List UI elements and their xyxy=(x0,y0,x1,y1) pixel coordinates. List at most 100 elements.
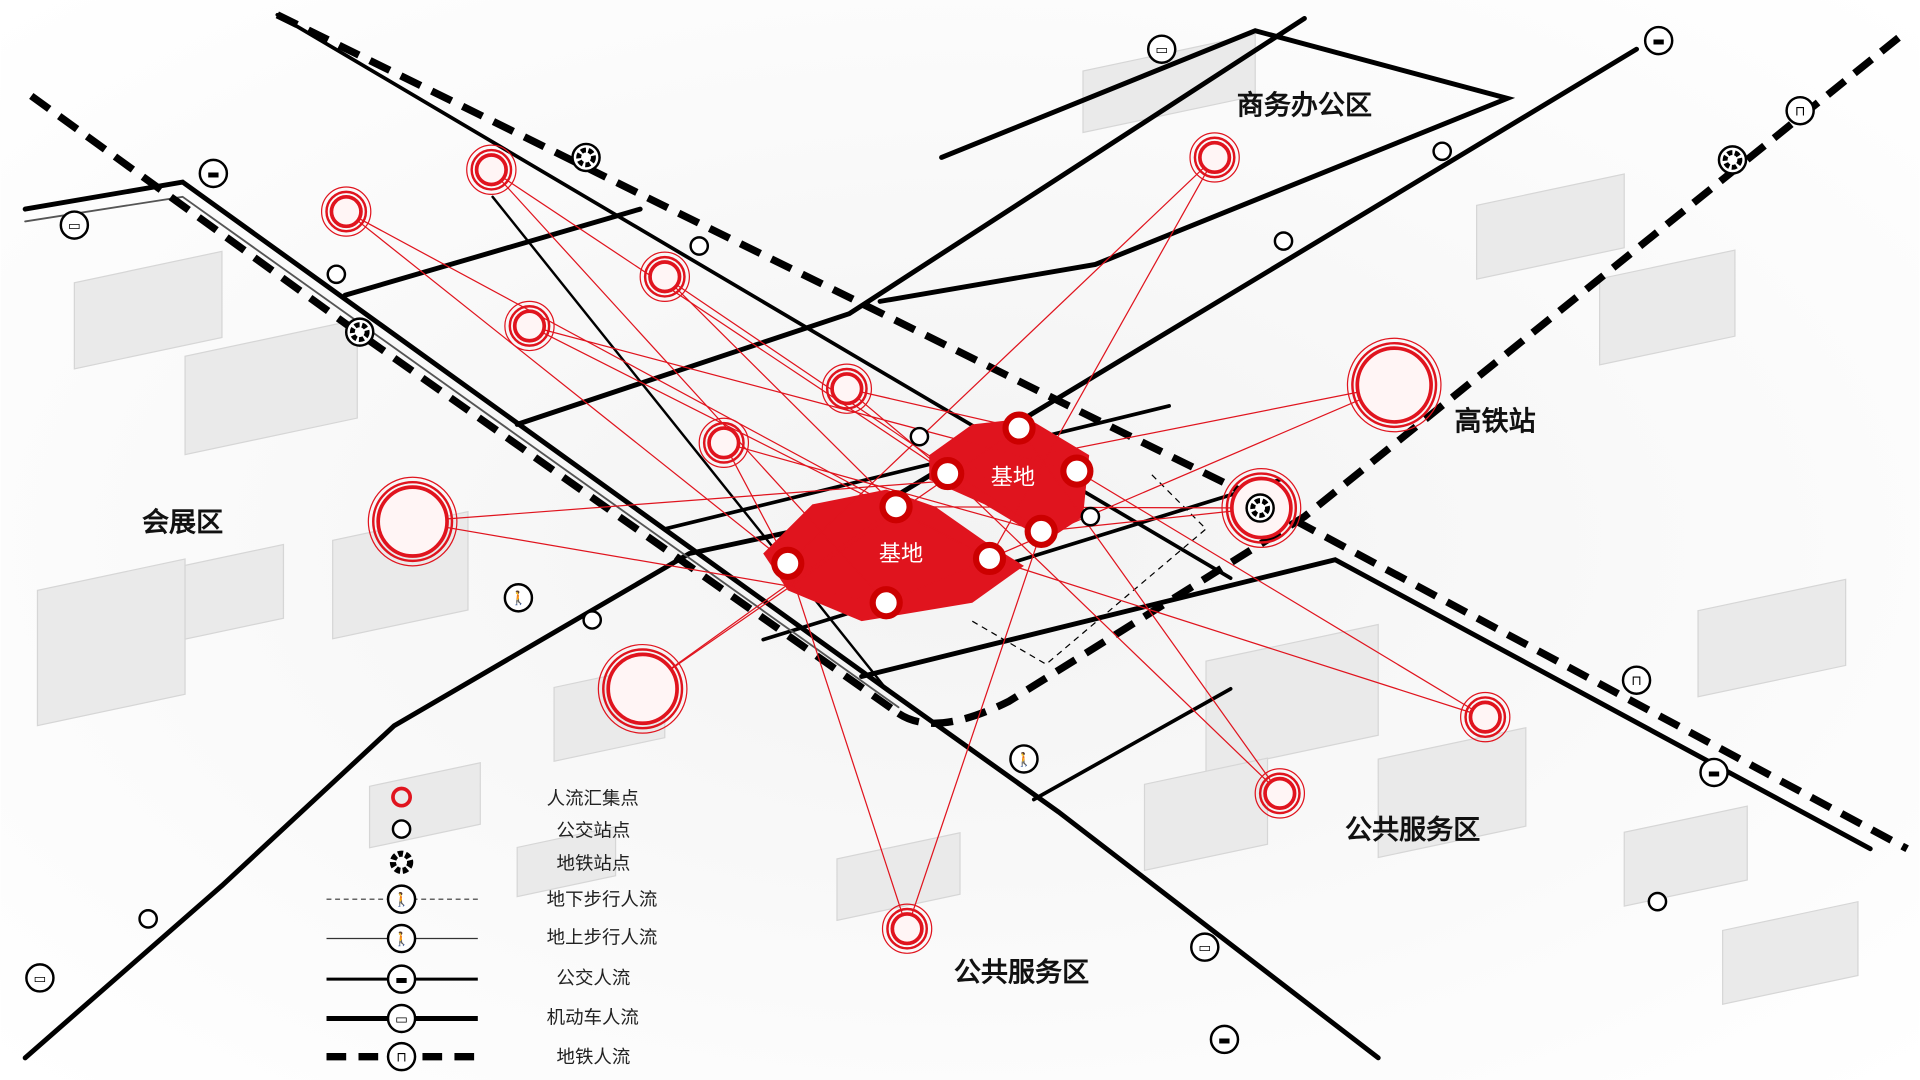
site-node[interactable] xyxy=(869,586,903,620)
metro-lines xyxy=(29,11,1910,852)
bus-stop-icon xyxy=(582,610,603,630)
flow-line xyxy=(412,470,1077,523)
svg-text:🚶: 🚶 xyxy=(1016,751,1033,768)
metro-station-icon xyxy=(1717,145,1748,175)
flow-line xyxy=(490,169,887,604)
building xyxy=(1722,900,1859,1005)
flow-line xyxy=(988,157,1216,559)
site-node[interactable] xyxy=(879,490,913,524)
zone-label-expo: 会展区 xyxy=(142,507,223,538)
svg-text:⊓: ⊓ xyxy=(1631,673,1642,689)
site-node[interactable] xyxy=(1060,454,1094,488)
building xyxy=(1599,249,1736,366)
flow-line xyxy=(906,531,1042,929)
flow-line xyxy=(787,157,1216,564)
svg-text:▭: ▭ xyxy=(34,971,47,987)
flow-line xyxy=(947,473,1281,794)
site-south[interactable] xyxy=(763,489,1024,622)
flow-line xyxy=(491,169,949,475)
flow-line xyxy=(896,506,1262,509)
bus-stop-icon xyxy=(1273,231,1294,251)
gathering-point[interactable] xyxy=(821,363,873,414)
building xyxy=(1205,623,1379,773)
flow-line xyxy=(664,276,897,508)
gathering-point[interactable] xyxy=(1254,768,1306,819)
bus-icon: ▬ xyxy=(1699,757,1729,788)
zone-label-public-south: 公共服务区 xyxy=(954,958,1089,989)
subway-icon: ⊓ xyxy=(386,1041,417,1072)
bus-icon: ▬ xyxy=(198,158,229,189)
gathering-point-icon xyxy=(391,786,413,808)
gathering-point[interactable] xyxy=(504,300,555,352)
gathering-point[interactable] xyxy=(367,476,458,567)
flow-line xyxy=(345,211,789,564)
svg-text:▭: ▭ xyxy=(395,1011,408,1027)
gathering-point[interactable] xyxy=(320,186,372,237)
site-node[interactable] xyxy=(1024,514,1058,548)
underground-walk xyxy=(971,473,1207,665)
legend-vehicle-flow: 机动车人流 xyxy=(547,1007,639,1028)
gathering-point[interactable] xyxy=(881,903,933,954)
svg-text:🚶: 🚶 xyxy=(393,930,410,947)
buildings xyxy=(36,33,1859,1005)
walker-icon: 🚶 xyxy=(503,583,534,613)
site-node[interactable] xyxy=(771,546,805,580)
flow-line xyxy=(885,384,1395,604)
car-icon: ▭ xyxy=(25,963,55,993)
svg-text:▬: ▬ xyxy=(1218,1032,1231,1048)
gathering-point[interactable] xyxy=(1189,132,1240,183)
legend-bus-flow: 公交人流 xyxy=(557,968,631,989)
walker-icon: 🚶 xyxy=(386,884,417,914)
building xyxy=(1377,726,1527,859)
car-icon: ▭ xyxy=(1190,932,1220,962)
site-label-south: 基地 xyxy=(879,541,923,567)
building xyxy=(184,543,285,640)
building xyxy=(836,832,961,922)
flow-lines xyxy=(345,157,1486,929)
bus-stop-icon xyxy=(138,909,158,929)
legend-bus-stop: 公交站点 xyxy=(557,820,631,841)
svg-text:🚶: 🚶 xyxy=(510,590,527,607)
svg-text:▬: ▬ xyxy=(207,166,220,182)
gathering-point[interactable] xyxy=(597,643,688,734)
building xyxy=(1476,173,1625,280)
flow-line xyxy=(989,557,1486,718)
flow-line xyxy=(412,520,887,604)
car-icon: ▭ xyxy=(386,1003,417,1034)
building xyxy=(1697,578,1847,698)
gathering-point[interactable] xyxy=(639,251,690,302)
legend-metro-station: 地铁站点 xyxy=(557,854,631,875)
bus-stop-icon xyxy=(909,426,930,447)
gathering-point[interactable] xyxy=(1460,691,1511,743)
car-icon: ▭ xyxy=(1146,34,1177,64)
bus-stop-icon xyxy=(1432,141,1453,162)
zone-label-business: 商务办公区 xyxy=(1237,90,1372,121)
svg-text:▭: ▭ xyxy=(1155,42,1168,58)
metro-station-icon xyxy=(389,850,414,874)
building xyxy=(184,318,358,456)
gathering-point[interactable] xyxy=(466,144,517,195)
legend: 🚶🚶▬▭⊓ 人流汇集点 公交站点 地铁站点 地下步行人流 地上步行人流 公交人流… xyxy=(326,786,658,1072)
site-node[interactable] xyxy=(1002,411,1036,445)
site-node[interactable] xyxy=(931,456,965,491)
car-icon: ▭ xyxy=(59,210,90,240)
zone-label-hsr: 高铁站 xyxy=(1455,406,1536,438)
svg-text:▭: ▭ xyxy=(68,218,81,234)
bus-stop-icon xyxy=(1080,506,1101,527)
site-north[interactable] xyxy=(929,418,1090,542)
walker-icon: 🚶 xyxy=(1009,744,1039,774)
metro-station-icon xyxy=(1245,493,1275,523)
legend-metro-flow: 地铁人流 xyxy=(557,1047,631,1068)
site-label-north: 基地 xyxy=(991,465,1035,491)
flow-line xyxy=(947,384,1395,475)
flow-line xyxy=(723,442,789,564)
legend-ground-pedestrian: 地上步行人流 xyxy=(547,927,658,948)
flow-line xyxy=(846,388,949,475)
site-node[interactable] xyxy=(972,541,1007,576)
building xyxy=(1623,805,1748,907)
walker-icon: 🚶 xyxy=(386,923,417,954)
gathering-point[interactable] xyxy=(1346,337,1442,433)
gathering-point[interactable] xyxy=(698,417,750,469)
